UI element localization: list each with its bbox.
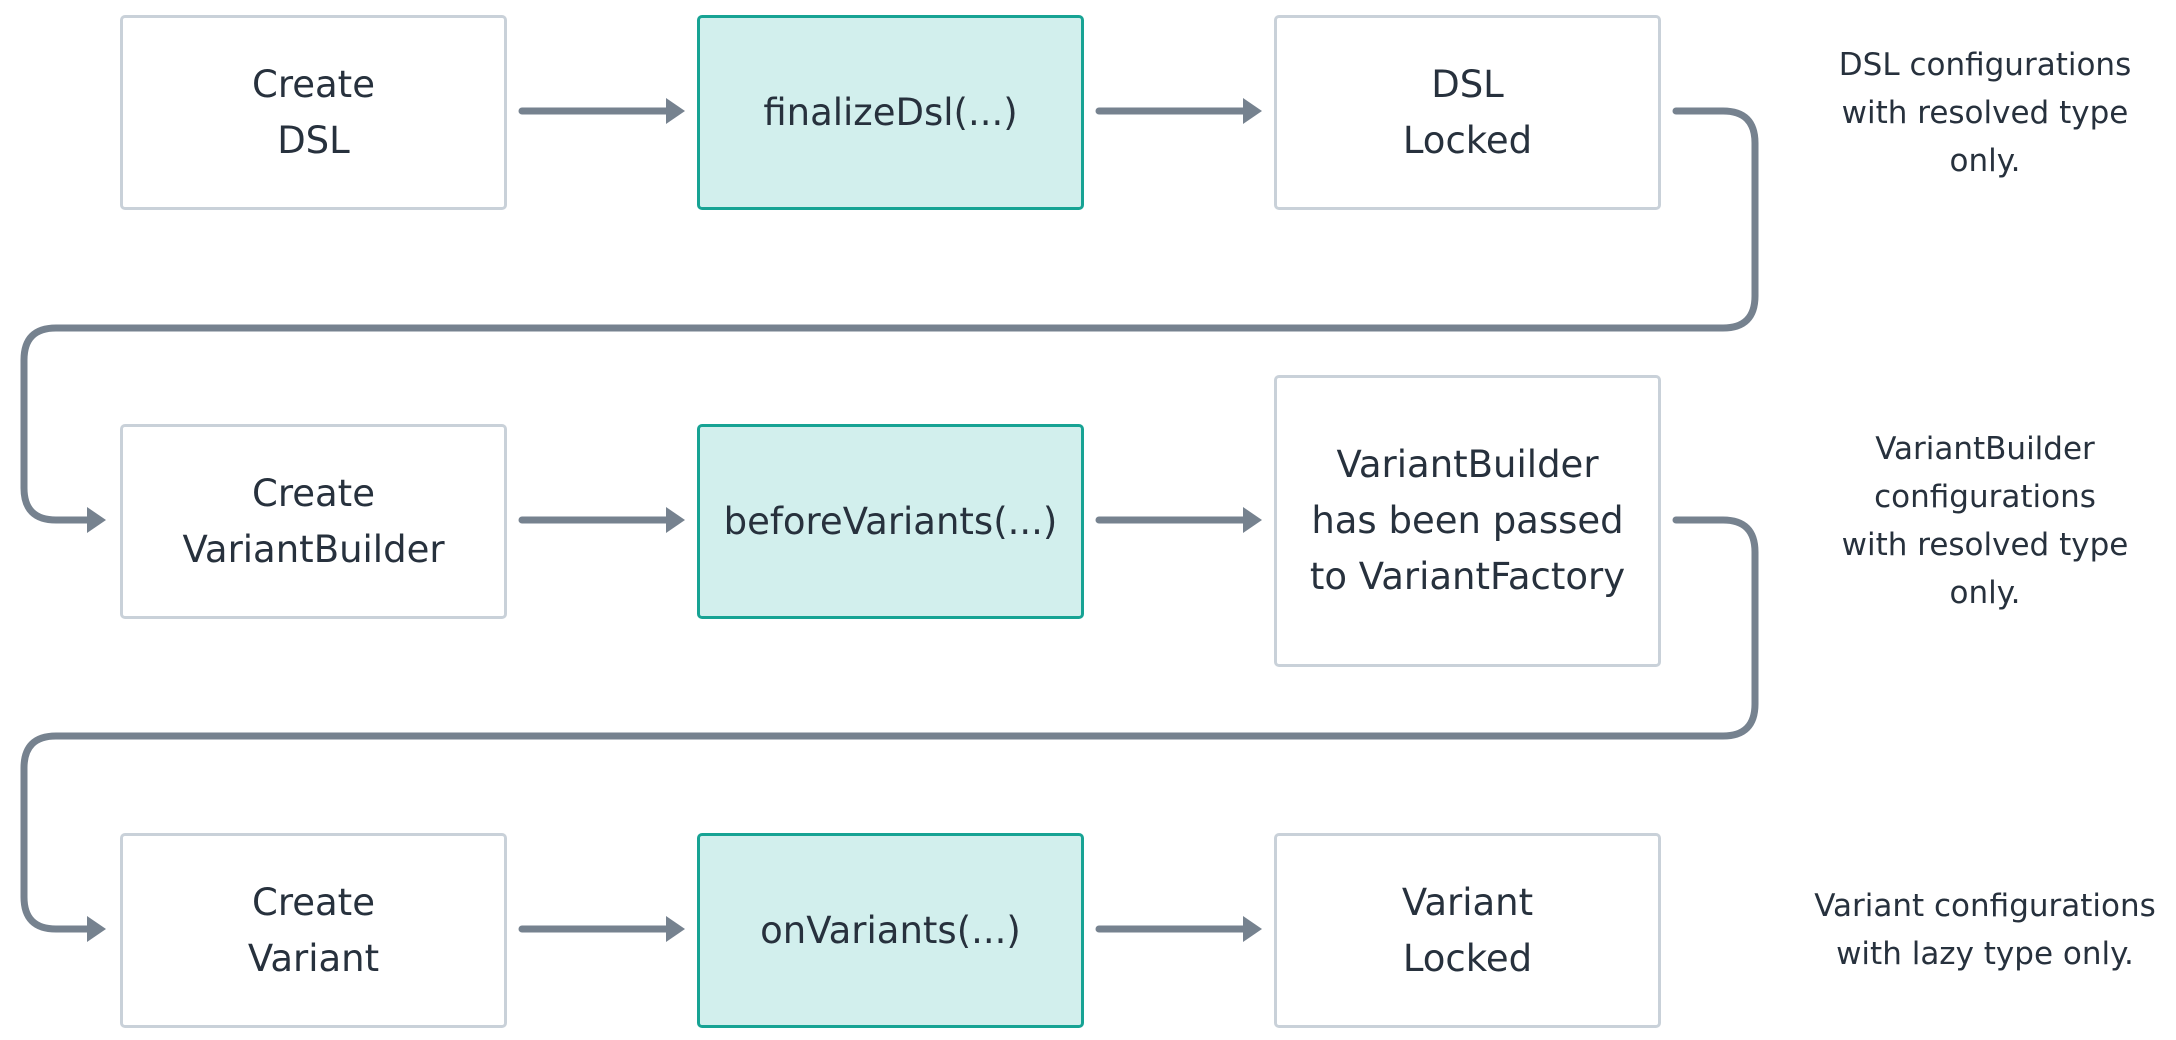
arrow-row2-step-to-hook-head [666, 507, 685, 533]
arrow-row2-hook-to-result-head [1243, 507, 1262, 533]
arrow-row1-hook-to-result-head [1243, 98, 1262, 124]
variant-locked-step: Variant Locked [1274, 833, 1661, 1028]
on-variants-hook: onVariants(...) [697, 833, 1084, 1028]
wrap-connector-row1-to-row2-head [87, 507, 106, 533]
connectors [20, 98, 1759, 942]
variantbuilder-passed-step: VariantBuilder has been passed to Varian… [1274, 375, 1661, 667]
arrow-row1-step-to-hook-head [666, 98, 685, 124]
variant-configurations-note: Variant configurations with lazy type on… [1814, 888, 2156, 972]
variantbuilder-configurations-note: VariantBuilder configurations with resol… [1841, 431, 2129, 611]
create-dsl-step: Create DSL [120, 15, 507, 210]
arrow-row3-hook-to-result-head [1243, 916, 1262, 942]
arrow-row3-step-to-hook-head [666, 916, 685, 942]
create-variant-step: Create Variant [120, 833, 507, 1028]
before-variants-hook: beforeVariants(...) [697, 424, 1084, 619]
dsl-configurations-note: DSL configurations with resolved type on… [1838, 47, 2132, 179]
create-variantbuilder-step: Create VariantBuilder [120, 424, 507, 619]
wrap-connector-row2-to-row3-head [87, 916, 106, 942]
wrap-connector-row2-to-row3 [20, 516, 1759, 933]
finalize-dsl-hook: finalizeDsl(...) [697, 15, 1084, 210]
wrap-connector-row1-to-row2 [20, 107, 1759, 524]
dsl-locked-step: DSL Locked [1274, 15, 1661, 210]
